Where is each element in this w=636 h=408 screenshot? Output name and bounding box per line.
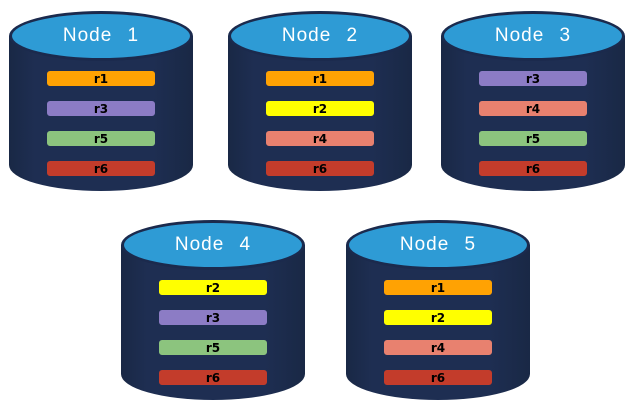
database-cylinder-top: Node 5 xyxy=(346,220,530,270)
replica-bar: r4 xyxy=(477,99,589,118)
replica-list: r2 r3 r5 r6 xyxy=(157,278,269,398)
replica-list: r1 r3 r5 r6 xyxy=(45,69,157,189)
replica-bar: r6 xyxy=(157,368,269,387)
database-node: r1 r2 r4 r6 Node 5 xyxy=(346,220,530,400)
node-label: Node 4 xyxy=(174,234,252,255)
database-cylinder-top: Node 1 xyxy=(9,11,193,61)
replica-bar: r2 xyxy=(157,278,269,297)
replica-bar: r5 xyxy=(45,129,157,148)
replica-bar: r4 xyxy=(264,129,376,148)
node-label: Node 5 xyxy=(399,234,477,255)
database-cylinder-top: Node 4 xyxy=(121,220,305,270)
replica-bar: r2 xyxy=(382,308,494,327)
replica-bar: r6 xyxy=(264,159,376,178)
replica-bar: r3 xyxy=(157,308,269,327)
replica-bar: r5 xyxy=(157,338,269,357)
replica-bar: r2 xyxy=(264,99,376,118)
database-node: r1 r3 r5 r6 Node 1 xyxy=(9,11,193,191)
replica-bar: r5 xyxy=(477,129,589,148)
database-node: r1 r2 r4 r6 Node 2 xyxy=(228,11,412,191)
replica-bar: r6 xyxy=(477,159,589,178)
replica-bar: r3 xyxy=(45,99,157,118)
node-label: Node 3 xyxy=(494,25,572,46)
replica-list: r1 r2 r4 r6 xyxy=(264,69,376,189)
node-label: Node 1 xyxy=(62,25,140,46)
replica-bar: r1 xyxy=(382,278,494,297)
replica-list: r3 r4 r5 r6 xyxy=(477,69,589,189)
replica-bar: r1 xyxy=(264,69,376,88)
replica-bar: r6 xyxy=(45,159,157,178)
replica-bar: r4 xyxy=(382,338,494,357)
replica-bar: r6 xyxy=(382,368,494,387)
database-cylinder-top: Node 3 xyxy=(441,11,625,61)
database-node: r3 r4 r5 r6 Node 3 xyxy=(441,11,625,191)
replica-bar: r1 xyxy=(45,69,157,88)
database-node: r2 r3 r5 r6 Node 4 xyxy=(121,220,305,400)
replica-list: r1 r2 r4 r6 xyxy=(382,278,494,398)
replica-bar: r3 xyxy=(477,69,589,88)
node-label: Node 2 xyxy=(281,25,359,46)
database-cylinder-top: Node 2 xyxy=(228,11,412,61)
